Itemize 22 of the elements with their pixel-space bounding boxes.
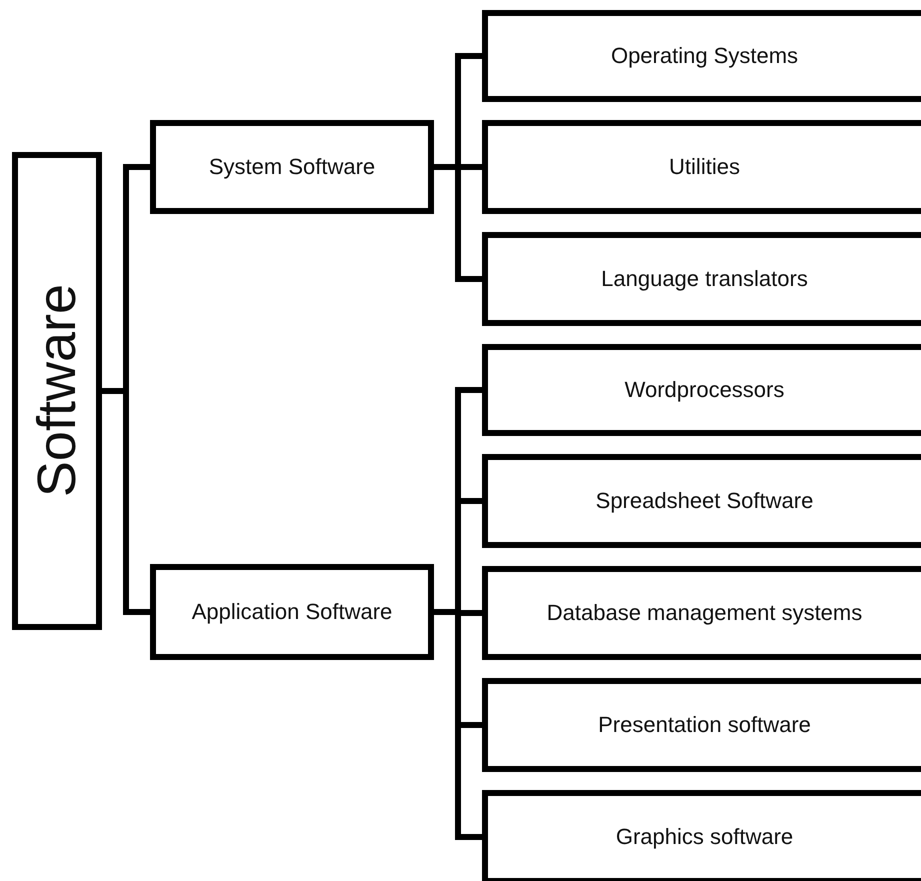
box-label: Language translators bbox=[601, 266, 808, 292]
box-label: Wordprocessors bbox=[624, 377, 784, 403]
box-label: Software bbox=[26, 284, 88, 498]
category-box bbox=[482, 790, 921, 881]
box-label: System Software bbox=[208, 154, 376, 180]
category-box bbox=[150, 120, 434, 214]
box-label: Presentation software bbox=[598, 712, 811, 738]
category-box bbox=[482, 10, 921, 102]
box-label: Utilities bbox=[669, 154, 740, 180]
category-box bbox=[482, 120, 921, 214]
category-box bbox=[482, 678, 921, 772]
root-box bbox=[12, 152, 102, 630]
box-label: Operating Systems bbox=[610, 43, 798, 69]
box-label: Database management systems bbox=[546, 600, 862, 626]
category-box bbox=[482, 454, 921, 548]
box-label: Graphics software bbox=[616, 824, 794, 850]
category-box bbox=[482, 566, 921, 660]
category-box bbox=[150, 564, 434, 660]
box-label: Spreadsheet Software bbox=[596, 488, 814, 514]
category-box bbox=[482, 344, 921, 436]
category-box bbox=[482, 232, 921, 326]
box-label: Application Software bbox=[192, 599, 392, 625]
